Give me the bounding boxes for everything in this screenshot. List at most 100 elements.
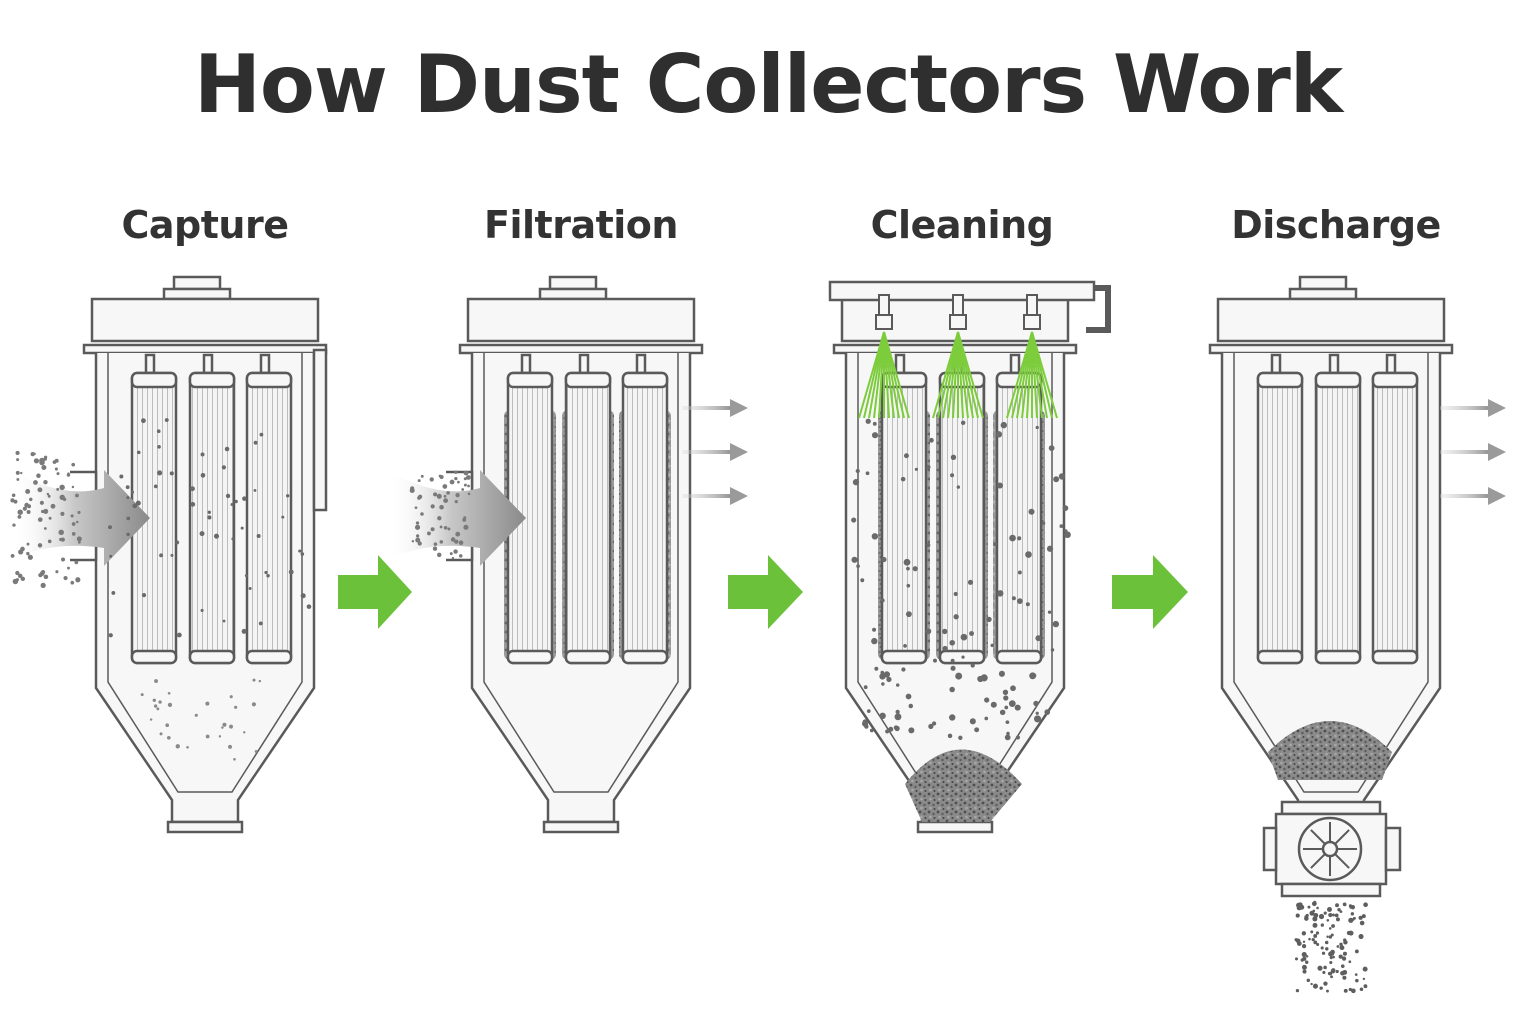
dust-particle: [958, 735, 963, 740]
cartridge-hanger: [1385, 353, 1397, 375]
rotary-valve-icon: [1262, 800, 1402, 898]
dust-particle: [1336, 945, 1340, 948]
dust-particle: [1327, 971, 1332, 976]
clean-air-outlet-icon: [682, 494, 734, 498]
dust-particle: [1295, 913, 1300, 918]
top-flange: [538, 287, 608, 301]
dust-particle: [10, 553, 15, 558]
dust-particle: [437, 516, 442, 521]
dust-particle: [1313, 912, 1319, 918]
filter-cartridge: [995, 371, 1043, 665]
dust-particle: [450, 537, 456, 542]
dust-particle: [894, 725, 900, 732]
dust-particle: [967, 579, 974, 585]
dust-particle: [15, 570, 20, 576]
dust-particle: [1331, 924, 1335, 928]
dust-particle: [1328, 951, 1334, 957]
dust-particle: [443, 498, 449, 504]
dust-particle: [11, 493, 16, 498]
dust-particle: [433, 542, 438, 546]
dust-particle: [199, 531, 205, 537]
dust-particle: [1059, 524, 1064, 529]
dust-particle: [447, 527, 451, 531]
dust-particle: [1324, 940, 1329, 945]
dust-particle: [1062, 505, 1069, 512]
dust-particle: [905, 693, 912, 700]
dust-particle: [454, 539, 459, 544]
dust-particle: [888, 726, 894, 732]
dust-particle: [1340, 964, 1345, 968]
dust-particle: [947, 733, 953, 739]
dust-particle: [1359, 920, 1365, 926]
dust-particle: [864, 724, 869, 729]
dust-particle: [895, 683, 900, 687]
dust-particle: [908, 703, 914, 709]
dust-particle: [1330, 969, 1336, 974]
dust-particle: [883, 671, 891, 678]
blowpipe-nozzle: [952, 294, 964, 316]
dust-particle: [222, 722, 227, 727]
collector-discharge: [1208, 275, 1506, 994]
dust-particle: [458, 540, 464, 546]
dust-particle: [929, 437, 934, 443]
dust-particle: [1301, 964, 1307, 970]
dust-particle: [39, 500, 44, 505]
page-title: How Dust Collectors Work: [193, 38, 1343, 131]
dust-particle: [1341, 956, 1347, 961]
dust-particle: [56, 487, 60, 491]
dust-particle: [285, 494, 290, 498]
dust-particle: [1308, 937, 1311, 941]
top-flange: [162, 287, 232, 301]
dust-particle: [56, 472, 60, 476]
dust-particle: [71, 462, 76, 467]
dust-particle: [300, 552, 305, 556]
dust-particle: [970, 663, 975, 668]
stage-arrow-icon: [728, 555, 803, 629]
dust-particle: [420, 474, 424, 478]
clean-air-outlet-icon: [730, 443, 748, 461]
dust-particle: [26, 510, 31, 515]
dust-particle: [259, 432, 264, 437]
dust-particle: [54, 467, 58, 471]
hopper-dust-pile: [1268, 721, 1392, 780]
dust-particle: [1017, 536, 1022, 541]
dust-particle: [906, 566, 910, 571]
tubesheet: [82, 343, 328, 355]
dust-particle: [429, 477, 434, 482]
dust-particle: [446, 491, 450, 495]
dust-particle: [251, 702, 256, 707]
dust-particle: [140, 693, 144, 697]
dust-particle: [1035, 711, 1039, 715]
dust-particle: [960, 633, 968, 641]
dust-particle: [1000, 421, 1008, 429]
dust-particle: [980, 674, 988, 682]
dust-particle: [1348, 960, 1352, 964]
dust-particle: [234, 499, 238, 504]
dust-particle: [1310, 930, 1314, 934]
dust-particle: [1033, 715, 1042, 723]
dust-particle: [132, 503, 138, 509]
dust-particle: [865, 471, 870, 476]
dust-particle: [1035, 635, 1042, 642]
dust-particle: [1017, 570, 1022, 575]
compressed-air-spray-icon: [932, 331, 984, 419]
dust-particle: [451, 556, 455, 560]
dust-particle: [1343, 988, 1348, 993]
dust-particle: [442, 484, 448, 489]
dust-particle: [242, 496, 247, 501]
dust-particle: [1050, 648, 1055, 652]
cartridge-base: [1371, 649, 1419, 665]
filter-cartridge: [1256, 371, 1304, 665]
dust-particle: [432, 546, 438, 551]
dust-particle: [953, 614, 959, 620]
dust-particle: [932, 658, 937, 663]
dust-particle: [244, 574, 248, 578]
dust-particle: [15, 470, 20, 475]
dust-particle: [416, 534, 420, 538]
dust-particle: [1048, 445, 1055, 452]
dust-particle: [153, 704, 158, 708]
dust-particle: [1326, 989, 1329, 993]
dust-particle: [865, 418, 871, 424]
dust-particle: [48, 516, 52, 520]
dust-particle: [38, 573, 43, 578]
